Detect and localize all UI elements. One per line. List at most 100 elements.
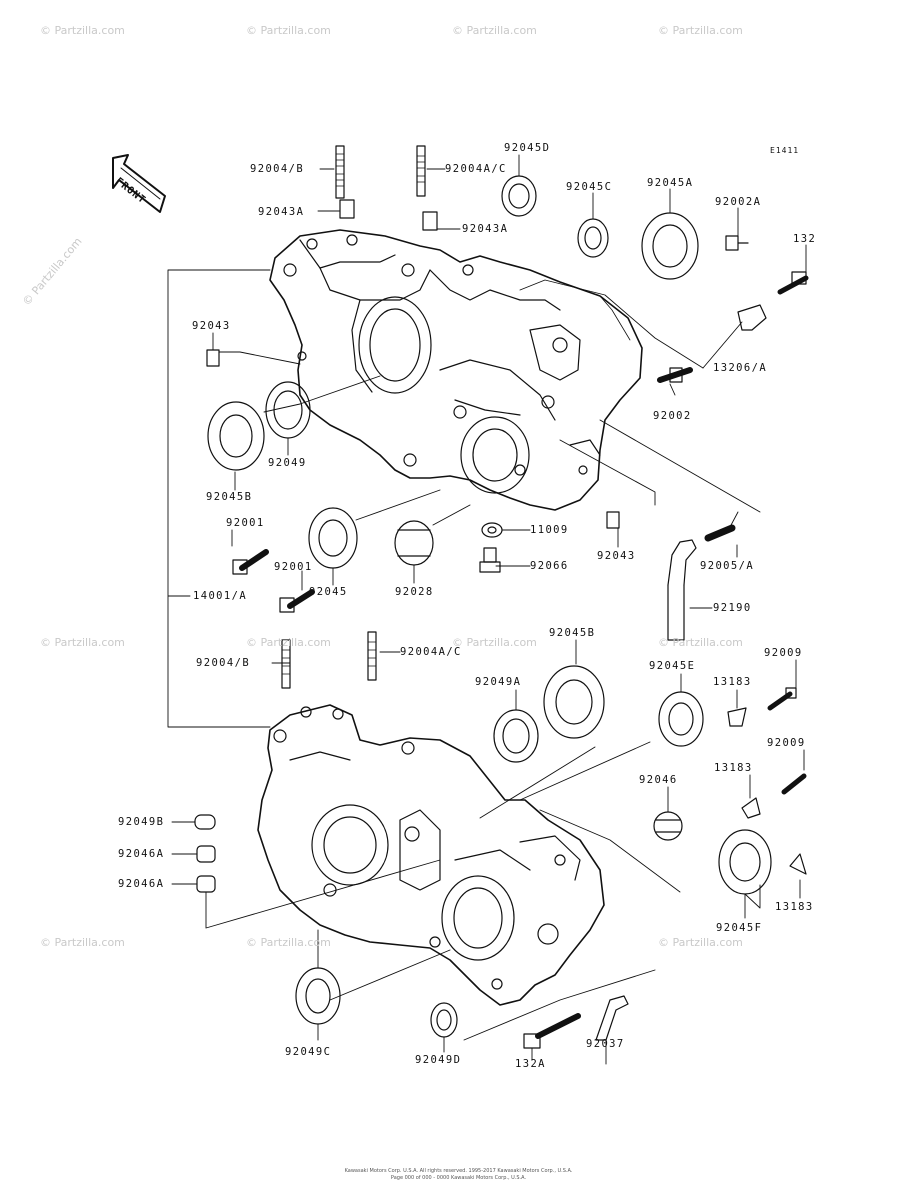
bracket-13206A — [737, 304, 767, 331]
seal-92049A — [493, 709, 539, 763]
part-label-92190[interactable]: 92190 — [713, 602, 752, 614]
part-label-92043A-left[interactable]: 92043A — [258, 206, 305, 218]
copyright-footer-line2: Page 000 of 000 - 0000 Kawasaki Motors C… — [390, 1175, 527, 1181]
part-label-92049[interactable]: 92049 — [268, 457, 307, 469]
plug-92066 — [479, 547, 501, 573]
screw-92009-b — [781, 773, 807, 795]
part-label-92049A[interactable]: 92049A — [475, 676, 522, 688]
part-label-92049B[interactable]: 92049B — [118, 816, 165, 828]
part-label-92046A-b[interactable]: 92046A — [118, 878, 165, 890]
bolt-92001-b — [279, 589, 315, 613]
copyright-footer: Kawasaki Motors Corp. U.S.A. All rights … — [344, 1168, 573, 1174]
clamp-92037 — [595, 995, 629, 1041]
part-label-92049C[interactable]: 92049C — [285, 1046, 332, 1058]
fitting-92002 — [657, 367, 693, 383]
bearing-92045B-top — [207, 401, 265, 471]
part-label-92028[interactable]: 92028 — [395, 586, 434, 598]
watermark-text: © Partzilla.com — [246, 24, 331, 37]
part-label-92004B-bot[interactable]: 92004/B — [196, 657, 251, 669]
part-label-92045E[interactable]: 92045E — [649, 660, 696, 672]
bolt-92002A — [725, 235, 749, 251]
bearing-92028 — [394, 520, 434, 566]
part-label-13206A[interactable]: 13206/A — [713, 362, 768, 374]
part-label-92002[interactable]: 92002 — [653, 410, 692, 422]
part-label-92009-a[interactable]: 92009 — [764, 647, 803, 659]
bolt-132A — [523, 1013, 581, 1049]
bearing-92045E — [658, 691, 704, 747]
hose-92190 — [667, 539, 697, 641]
part-label-92004AC-top[interactable]: 92004A/C — [445, 163, 507, 175]
bearing-92045A — [641, 212, 699, 280]
bearing-92045 — [308, 507, 358, 569]
seal-92049C — [295, 967, 341, 1025]
watermark-text: © Partzilla.com — [452, 24, 537, 37]
part-label-92046[interactable]: 92046 — [639, 774, 678, 786]
seal-92049B — [194, 814, 216, 830]
bearing-92045F — [718, 829, 772, 895]
watermark-text: © Partzilla.com — [658, 24, 743, 37]
bearing-92045C — [577, 218, 609, 258]
part-label-92043-right[interactable]: 92043 — [597, 550, 636, 562]
watermark-text: © Partzilla.com — [40, 636, 125, 649]
seal-92049D — [430, 1002, 458, 1038]
plate-13183-a — [727, 707, 747, 727]
part-label-13183-b[interactable]: 13183 — [714, 762, 753, 774]
part-label-92045B-bot[interactable]: 92045B — [549, 627, 596, 639]
part-label-14001A[interactable]: 14001/A — [193, 590, 248, 602]
bolt-92001-a — [232, 549, 269, 575]
dowel-92043A-left — [339, 199, 355, 219]
part-label-92049D[interactable]: 92049D — [415, 1054, 462, 1066]
screw-92009-a — [767, 687, 797, 711]
part-label-92004AC-bot[interactable]: 92004A/C — [400, 646, 462, 658]
part-label-92046A-a[interactable]: 92046A — [118, 848, 165, 860]
part-label-92002A[interactable]: 92002A — [715, 196, 762, 208]
needle-bearing-92046A-b — [196, 875, 216, 893]
watermark-text: © Partzilla.com — [40, 24, 125, 37]
part-label-92001-a[interactable]: 92001 — [226, 517, 265, 529]
part-label-11009[interactable]: 11009 — [530, 524, 569, 536]
upper-crankcase — [269, 229, 643, 511]
dowel-92043-right — [606, 511, 620, 529]
diagram-code: E1411 — [770, 146, 800, 155]
plate-13183-c — [789, 853, 807, 875]
bearing-92045D — [501, 175, 537, 217]
part-label-92037[interactable]: 92037 — [586, 1038, 625, 1050]
watermark-text: © Partzilla.com — [246, 936, 331, 949]
part-label-92045[interactable]: 92045 — [309, 586, 348, 598]
watermark-text: © Partzilla.com — [40, 936, 125, 949]
leader-lines — [167, 154, 807, 1065]
watermark-text: © Partzilla.com — [658, 636, 743, 649]
part-label-132A[interactable]: 132A — [515, 1058, 546, 1070]
bearing-92045B-bot — [543, 665, 605, 739]
part-label-92009-b[interactable]: 92009 — [767, 737, 806, 749]
part-label-92043-left[interactable]: 92043 — [192, 320, 231, 332]
part-label-92066[interactable]: 92066 — [530, 560, 569, 572]
part-label-92001-b[interactable]: 92001 — [274, 561, 313, 573]
stud-92004AC-top — [416, 145, 426, 197]
part-label-92045B-top[interactable]: 92045B — [206, 491, 253, 503]
part-label-92045C[interactable]: 92045C — [566, 181, 613, 193]
front-arrow-icon — [112, 154, 166, 213]
part-label-92004B-top[interactable]: 92004/B — [250, 163, 305, 175]
lower-crankcase — [257, 704, 605, 1006]
bolt-132 — [777, 271, 809, 295]
needle-bearing-92046A-a — [196, 845, 216, 863]
needle-bearing-92046 — [653, 811, 683, 841]
part-label-92045F[interactable]: 92045F — [716, 922, 763, 934]
part-label-92043A-right[interactable]: 92043A — [462, 223, 509, 235]
washer-11009 — [481, 522, 503, 538]
dowel-92043 — [206, 349, 220, 367]
dowel-92043A-right — [422, 211, 438, 231]
part-label-92045A[interactable]: 92045A — [647, 177, 694, 189]
part-label-13183-c[interactable]: 13183 — [775, 901, 814, 913]
stud-92004B-bot — [281, 639, 291, 689]
fitting-92005A — [704, 524, 736, 542]
part-label-92045D[interactable]: 92045D — [504, 142, 551, 154]
stud-92004AC-bot — [367, 631, 377, 681]
part-label-13183-a[interactable]: 13183 — [713, 676, 752, 688]
part-label-132[interactable]: 132 — [793, 233, 817, 245]
part-label-92005A[interactable]: 92005/A — [700, 560, 755, 572]
plate-13183-b — [741, 797, 761, 819]
